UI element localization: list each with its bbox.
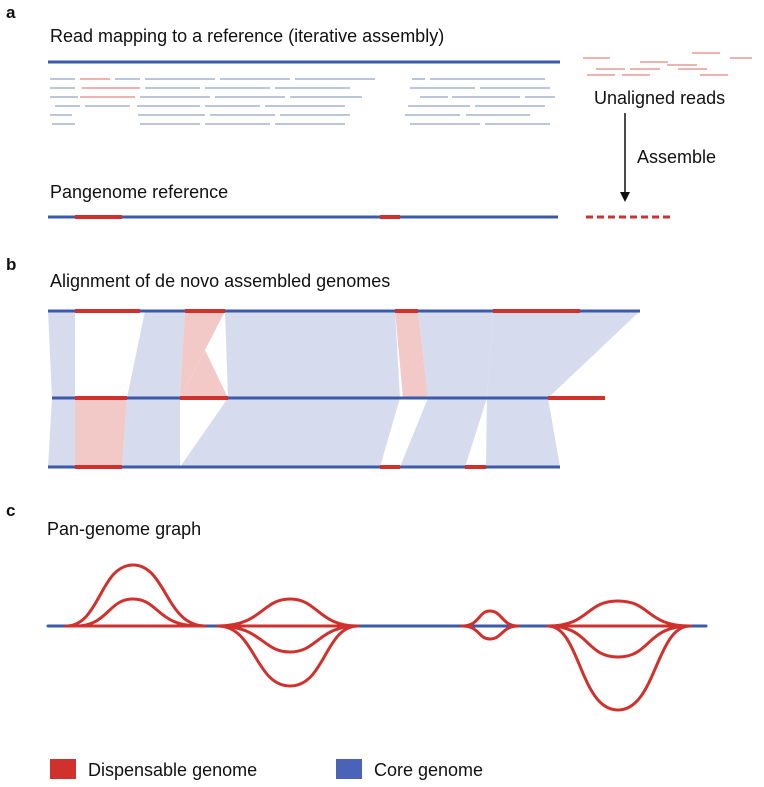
panel-b-graphic: [48, 309, 640, 469]
core-legend-swatch: [336, 759, 362, 779]
core-synteny-block: [48, 311, 75, 398]
core-synteny-block: [122, 398, 180, 467]
graph-dispensable-path: [546, 624, 692, 659]
panel-c-graphic: [46, 563, 708, 712]
graph-dispensable-path: [460, 609, 520, 628]
core-synteny-block: [225, 311, 400, 398]
unaligned-reads: [583, 52, 752, 76]
core-synteny-block: [400, 398, 487, 467]
dispensable-synteny-block: [75, 311, 145, 398]
dispensable-synteny-block: [395, 311, 428, 398]
panel-a-letter: a: [6, 3, 16, 22]
inversion-block: [185, 311, 225, 350]
core-synteny-block: [418, 311, 493, 398]
graph-dispensable-path: [216, 624, 360, 688]
graph-dispensable-path: [546, 599, 692, 628]
mapped-reads: [50, 78, 555, 125]
dispensable-legend-swatch: [50, 759, 76, 779]
graph-dispensable-path: [546, 624, 692, 712]
panel-a-graphic: [48, 52, 752, 219]
dispensable-legend-label: Dispensable genome: [88, 760, 258, 780]
core-synteny-block: [486, 398, 560, 467]
core-synteny-block: [48, 398, 75, 467]
panel-b-letter: b: [6, 255, 17, 274]
dispensable-synteny-block: [75, 398, 127, 467]
panel-c-letter: c: [6, 501, 16, 520]
core-legend-label: Core genome: [374, 760, 484, 780]
assemble-label: Assemble: [637, 147, 717, 167]
inversion-block-lower: [180, 350, 228, 398]
core-synteny-block: [127, 311, 185, 398]
core-synteny-block: [180, 398, 400, 467]
pangenome-reference-label: Pangenome reference: [50, 182, 229, 202]
panel-b-title: Alignment of de novo assembled genomes: [50, 271, 391, 291]
graph-dispensable-path: [64, 563, 207, 628]
assemble-arrow-head: [620, 192, 630, 202]
graph-dispensable-path: [216, 597, 360, 628]
panel-c-title: Pan-genome graph: [47, 519, 202, 539]
graph-dispensable-path: [216, 624, 360, 654]
unaligned-reads-label: Unaligned reads: [594, 88, 726, 108]
graph-dispensable-path: [74, 597, 200, 628]
core-synteny-block: [487, 311, 640, 398]
graph-dispensable-path: [460, 624, 520, 641]
panel-a-title: Read mapping to a reference (iterative a…: [50, 26, 445, 46]
